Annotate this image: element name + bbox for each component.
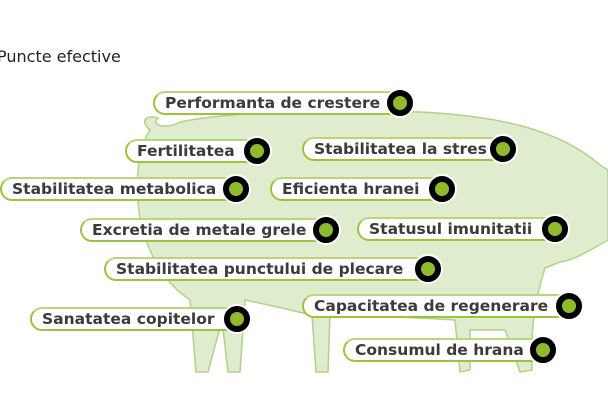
green-dot-icon: [244, 138, 270, 164]
label-text: Consumul de hrana: [355, 341, 524, 359]
label-pill: Sanatatea copitelor: [30, 307, 237, 331]
green-dot-icon: [313, 217, 339, 243]
green-dot-icon: [387, 90, 413, 116]
label-pill: Eficienta hranei: [270, 177, 442, 201]
label-text: Statusul imunitatii: [369, 220, 533, 238]
green-dot-icon: [556, 293, 582, 319]
label-text: Performanta de crestere: [165, 94, 381, 112]
label-text: Stabilitatea punctului de plecare: [116, 260, 404, 278]
label-pill: Statusul imunitatii: [357, 217, 555, 241]
label-pill: Stabilitatea metabolica: [0, 177, 236, 201]
label-text: Eficienta hranei: [282, 180, 420, 198]
label-text: Excretia de metale grele: [92, 221, 307, 239]
green-dot-icon: [223, 176, 249, 202]
label-pill: Consumul de hrana: [343, 338, 543, 362]
label-pill: Stabilitatea la stres: [302, 137, 503, 161]
green-dot-icon: [429, 176, 455, 202]
label-text: Sanatatea copitelor: [42, 310, 215, 328]
label-text: Fertilitatea: [137, 142, 235, 160]
green-dot-icon: [490, 136, 516, 162]
label-pill: Excretia de metale grele: [80, 218, 326, 242]
green-dot-icon: [224, 306, 250, 332]
label-pill: Performanta de crestere: [153, 91, 400, 115]
green-dot-icon: [530, 337, 556, 363]
green-dot-icon: [542, 216, 568, 242]
label-pill: Stabilitatea punctului de plecare: [104, 257, 428, 281]
label-text: Stabilitatea la stres: [314, 140, 487, 158]
label-pill: Capacitatea de regenerare: [302, 294, 569, 318]
label-pill: Fertilitatea: [125, 139, 257, 163]
green-dot-icon: [415, 256, 441, 282]
diagram-title: Puncte efective: [0, 47, 121, 66]
label-text: Capacitatea de regenerare: [314, 297, 549, 315]
label-text: Stabilitatea metabolica: [12, 180, 217, 198]
